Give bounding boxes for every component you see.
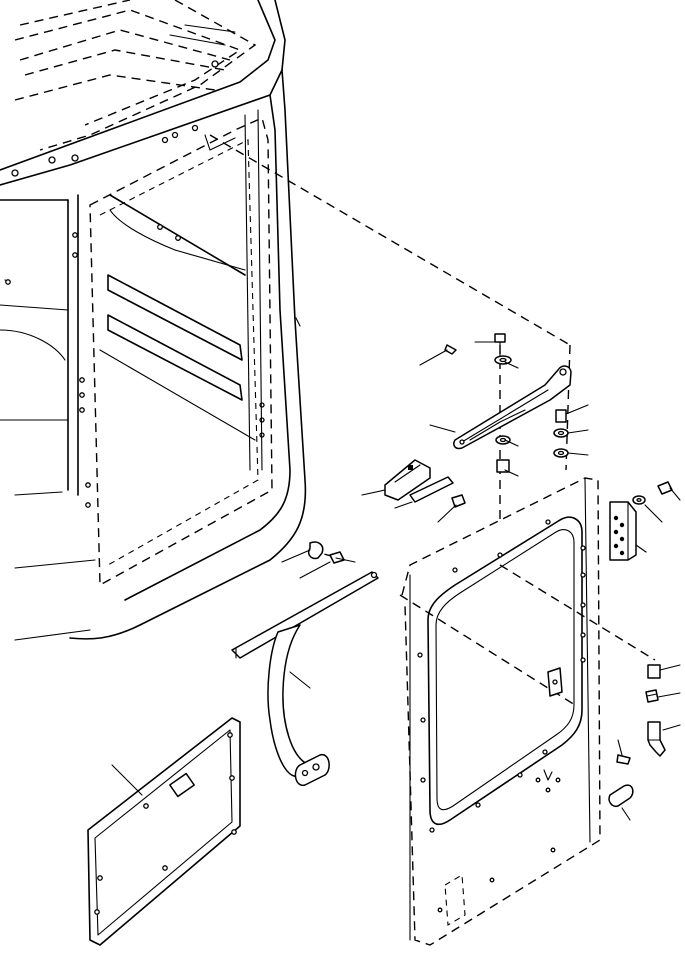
upper-door-hinge-arm (419, 333, 589, 477)
striker-pin (616, 664, 681, 765)
cab-frame (0, 0, 307, 641)
window-glass-panel (87, 717, 241, 946)
rubber-stopper (608, 784, 634, 821)
hinge-plate (609, 481, 681, 561)
door-catch (361, 459, 466, 523)
door-panel (401, 477, 601, 946)
lower-stay-arm (231, 541, 379, 786)
